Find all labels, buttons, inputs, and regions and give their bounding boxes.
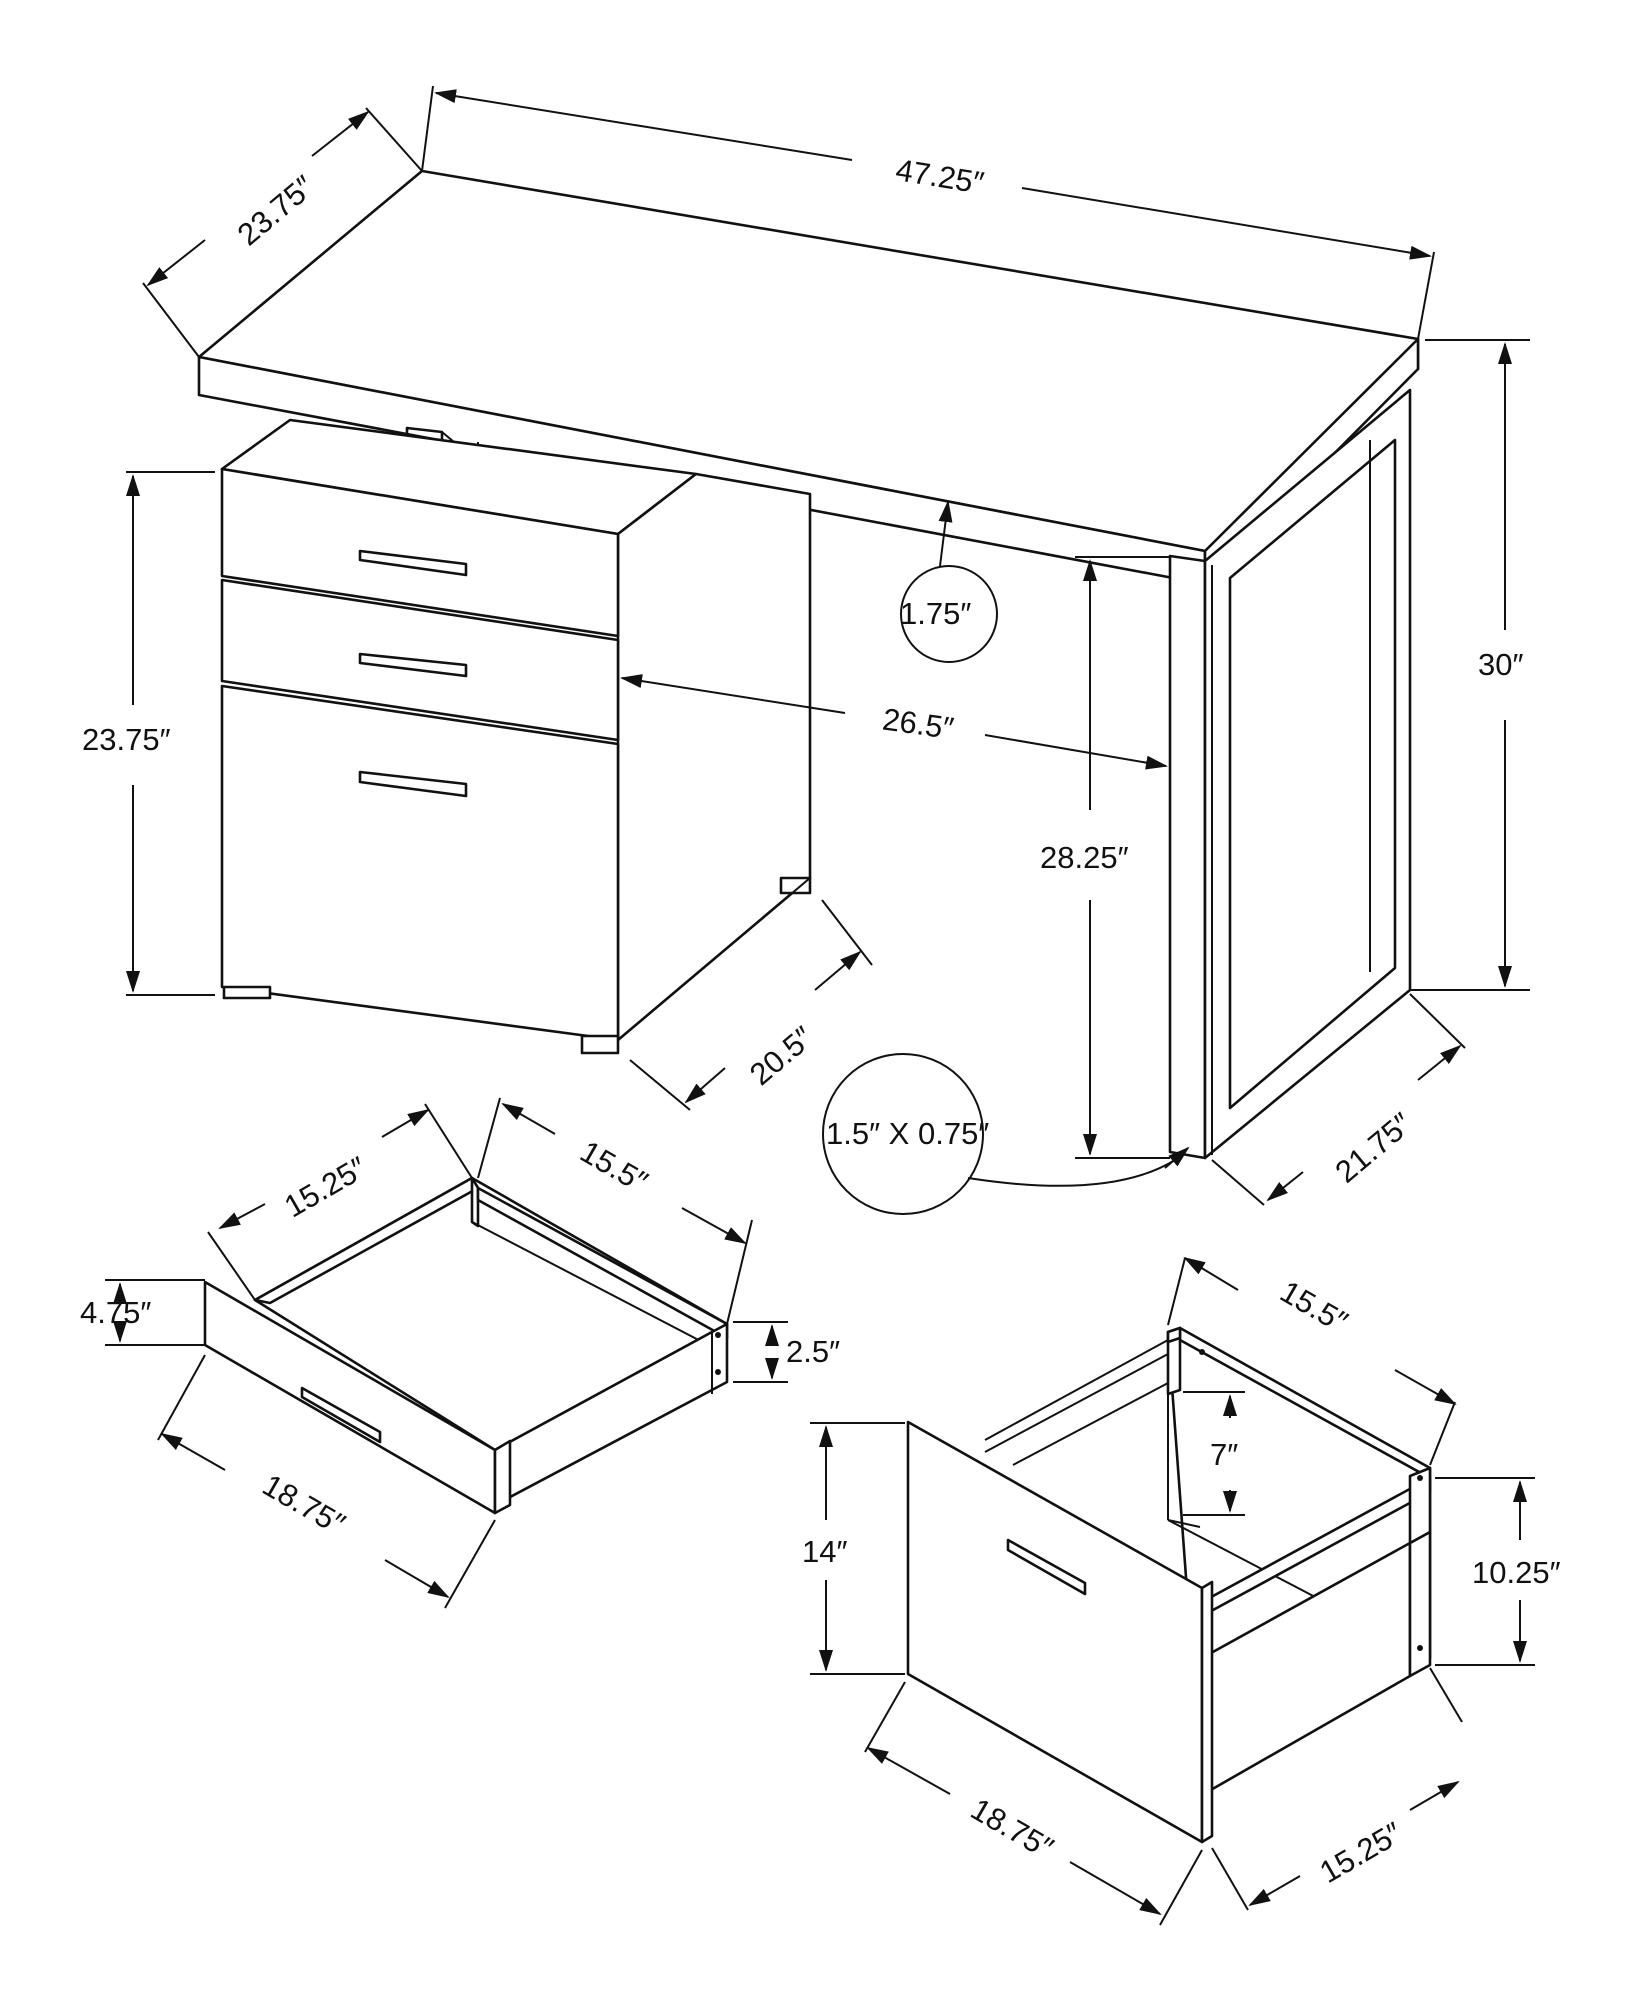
file-drawer-inner-width-label: 15.5″ — [1274, 1274, 1353, 1340]
knee-height-label: 28.25″ — [1040, 840, 1129, 875]
small-drawer-handle — [300, 1386, 382, 1444]
file-drawer-rail-height-label: 7″ — [1210, 1437, 1238, 1472]
knee-width-label: 26.5″ — [880, 702, 956, 747]
file-drawer-illustration — [906, 1326, 1432, 1844]
desk-height-label: 30″ — [1478, 647, 1523, 682]
file-drawer-depth-label: 15.25″ — [1314, 1815, 1408, 1890]
top-drawer-front — [220, 467, 620, 638]
desk-width-label: 47.25″ — [893, 152, 986, 200]
small-drawer-inner-width-label: 15.5″ — [574, 1134, 653, 1200]
file-drawer-front — [220, 684, 620, 1042]
file-drawer-front-height-label: 14″ — [802, 1534, 847, 1569]
leg-tube-label: 1.5″ X 0.75″ — [826, 1116, 989, 1151]
small-drawer-side-height-label: 2.5″ — [786, 1334, 840, 1369]
file-drawer-front — [906, 1420, 1204, 1844]
top-thickness-label: 1.75″ — [900, 596, 971, 631]
drawer-handle — [358, 770, 468, 798]
file-drawer-front-width-label: 18.75″ — [965, 1791, 1059, 1866]
small-drawer-illustration — [203, 1176, 729, 1515]
small-drawer-front-width-label: 18.75″ — [257, 1467, 351, 1542]
cabinet-height-label: 23.75″ — [82, 722, 171, 757]
file-drawer-handle — [1006, 1538, 1087, 1596]
small-drawer-front-height-label: 4.75″ — [80, 1295, 151, 1330]
metal-leg-frame — [1168, 388, 1412, 1160]
drawer-handle — [358, 652, 468, 678]
small-drawer-inner-depth-label: 15.25″ — [278, 1150, 372, 1225]
desk-depth-label: 23.75″ — [231, 169, 321, 253]
desk-illustration — [197, 169, 1420, 1160]
file-cabinet — [220, 418, 812, 1055]
cabinet-depth-label: 20.5″ — [743, 1019, 820, 1092]
drawer-handle — [358, 549, 468, 577]
file-drawer-side-height-label: 10.25″ — [1472, 1555, 1561, 1590]
leg-depth-label: 21.75″ — [1328, 1106, 1418, 1190]
